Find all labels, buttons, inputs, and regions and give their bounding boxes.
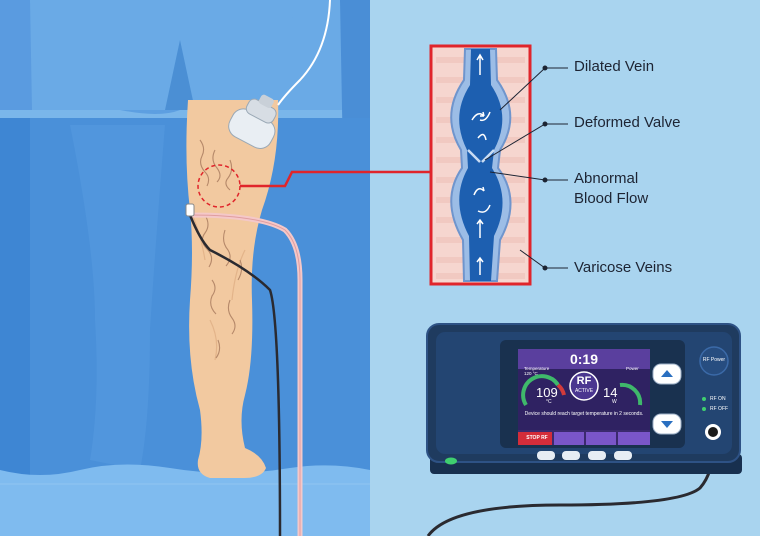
- screen-power-value: 14: [603, 385, 618, 400]
- rf-off-indicator-label: RF OFF: [710, 406, 729, 412]
- temperature-label-text: Temperature: [524, 366, 550, 371]
- screen-status-message: Device should reach target temperature i…: [524, 411, 644, 417]
- screen-temperature-unit: °C: [546, 399, 552, 405]
- probe-cable: [277, 0, 331, 106]
- callout-connector: [240, 170, 430, 188]
- rf-on-indicator-label: RF ON: [710, 396, 726, 402]
- screen-temperature-label: Temperature 120 °C: [524, 366, 549, 376]
- rf-generator: [426, 323, 742, 474]
- screen-active-label: ACTIVE: [574, 388, 594, 394]
- label-abnormal-line2: Blood Flow: [574, 190, 649, 207]
- surgical-drape: [0, 0, 370, 536]
- label-varicose-veins: Varicose Veins: [574, 259, 673, 276]
- screen-power-label: Power: [626, 366, 639, 371]
- device-cable: [426, 431, 715, 536]
- catheter: [185, 203, 303, 536]
- screen-temperature-value: 109: [536, 385, 558, 400]
- stop-rf-button[interactable]: STOP RF: [526, 435, 548, 441]
- leader-lines: [484, 65, 568, 271]
- rf-power-button[interactable]: RF Power: [702, 357, 726, 363]
- screen-rf-label: RF: [576, 375, 592, 387]
- vein-inset: [429, 44, 532, 286]
- label-abnormal-line1: Abnormal: [574, 170, 639, 187]
- screen-timer: 0:19: [569, 351, 599, 367]
- label-dilated-vein: Dilated Vein: [574, 58, 655, 75]
- temperature-setpoint-text: 120 °C: [524, 371, 538, 376]
- label-abnormal-blood-flow: Abnormal Blood Flow: [574, 169, 648, 209]
- ultrasound-probe: [228, 94, 277, 150]
- screen-power-unit: W: [612, 399, 617, 405]
- label-deformed-valve: Deformed Valve: [574, 114, 681, 131]
